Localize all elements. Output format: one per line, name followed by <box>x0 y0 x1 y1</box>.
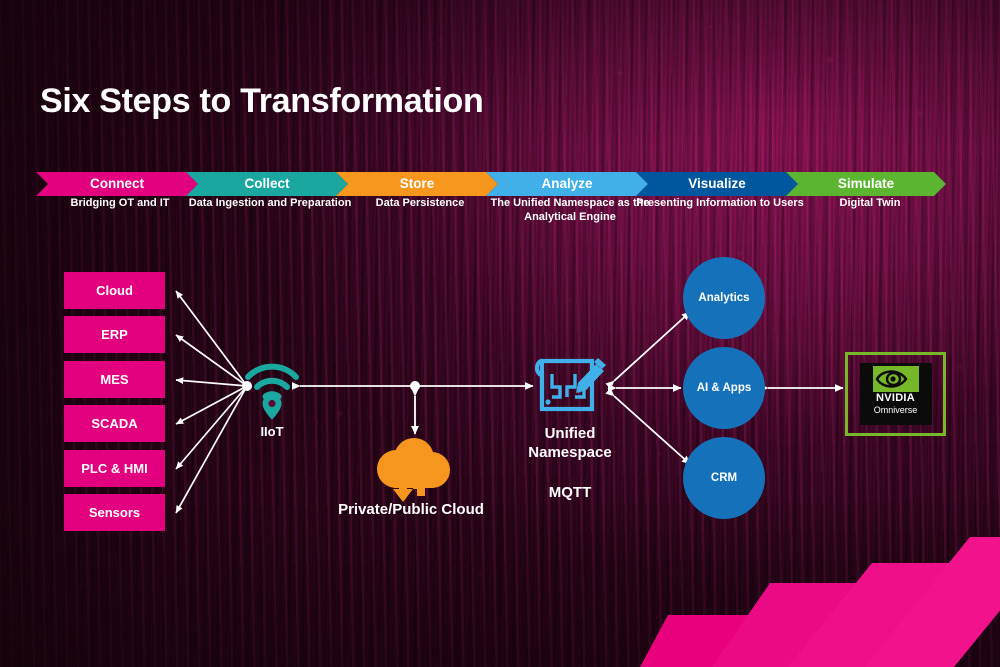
process-step-sub-simulate: Digital Twin <box>839 197 901 209</box>
uns-protocol-label: MQTT <box>548 484 592 501</box>
cloud-label: Private/Public Cloud <box>338 501 484 518</box>
wifi-pin-icon <box>243 358 301 420</box>
source-box-label: Cloud <box>96 283 133 298</box>
process-step-label: Connect <box>90 176 144 192</box>
process-step-sub-store: Data Persistence <box>375 197 465 209</box>
process-step-store[interactable]: Store <box>336 172 498 196</box>
source-box-plc-hmi[interactable]: PLC & HMI <box>64 450 165 487</box>
iiot-label: IIoT <box>260 424 284 439</box>
nvidia-logo-plate: NVIDIA Omniverse <box>859 363 932 425</box>
uns-label: Unified Namespace <box>528 425 612 461</box>
source-box-sensors[interactable]: Sensors <box>64 494 165 531</box>
source-box-erp[interactable]: ERP <box>64 316 165 353</box>
nvidia-omniverse-card[interactable]: NVIDIA Omniverse <box>845 352 946 436</box>
process-step-label: Collect <box>244 176 290 192</box>
process-step-connect[interactable]: Connect <box>36 172 198 196</box>
source-box-label: MES <box>100 372 129 387</box>
consumer-label: AI & Apps <box>696 382 752 394</box>
consumer-circle-crm[interactable]: CRM <box>683 437 765 519</box>
process-step-label: Simulate <box>837 176 895 192</box>
process-step-label: Store <box>399 176 435 192</box>
page-title: Six Steps to Transformation <box>40 82 484 120</box>
process-step-label: Visualize <box>688 176 746 192</box>
source-box-label: ERP <box>101 327 128 342</box>
consumer-circle-analytics[interactable]: Analytics <box>683 257 765 339</box>
process-step-sub-collect: Data Ingestion and Preparation <box>188 197 352 209</box>
consumer-circle-ai-apps[interactable]: AI & Apps <box>683 347 765 429</box>
source-box-label: SCADA <box>91 416 138 431</box>
consumer-label: Analytics <box>698 292 750 304</box>
process-step-sub-connect: Bridging OT and IT <box>70 197 170 209</box>
cloud-sync-icon <box>372 436 452 504</box>
nvidia-eye-icon <box>872 366 919 392</box>
process-step-collect[interactable]: Collect <box>186 172 348 196</box>
process-step-label: Analyze <box>541 176 593 192</box>
source-box-mes[interactable]: MES <box>64 361 165 398</box>
source-box-scada[interactable]: SCADA <box>64 405 165 442</box>
process-step-sub-analyze: The Unified Namespace as the Analytical … <box>490 197 650 224</box>
blueprint-pencil-icon <box>534 352 607 420</box>
process-step-bar: Connect Collect Store Analyze Visualize … <box>36 172 946 196</box>
process-step-simulate[interactable]: Simulate <box>786 172 946 196</box>
nvidia-wordmark: NVIDIA <box>875 392 916 404</box>
decorative-parallelograms <box>640 537 1000 667</box>
process-step-visualize[interactable]: Visualize <box>636 172 798 196</box>
source-box-label: Sensors <box>88 505 141 520</box>
consumer-label: CRM <box>710 472 738 484</box>
omniverse-label: Omniverse <box>873 405 918 415</box>
source-box-label: PLC & HMI <box>81 461 148 476</box>
process-step-analyze[interactable]: Analyze <box>486 172 648 196</box>
process-step-sub-visualize: Presenting Information to Users <box>636 197 804 209</box>
source-box-cloud[interactable]: Cloud <box>64 272 165 309</box>
